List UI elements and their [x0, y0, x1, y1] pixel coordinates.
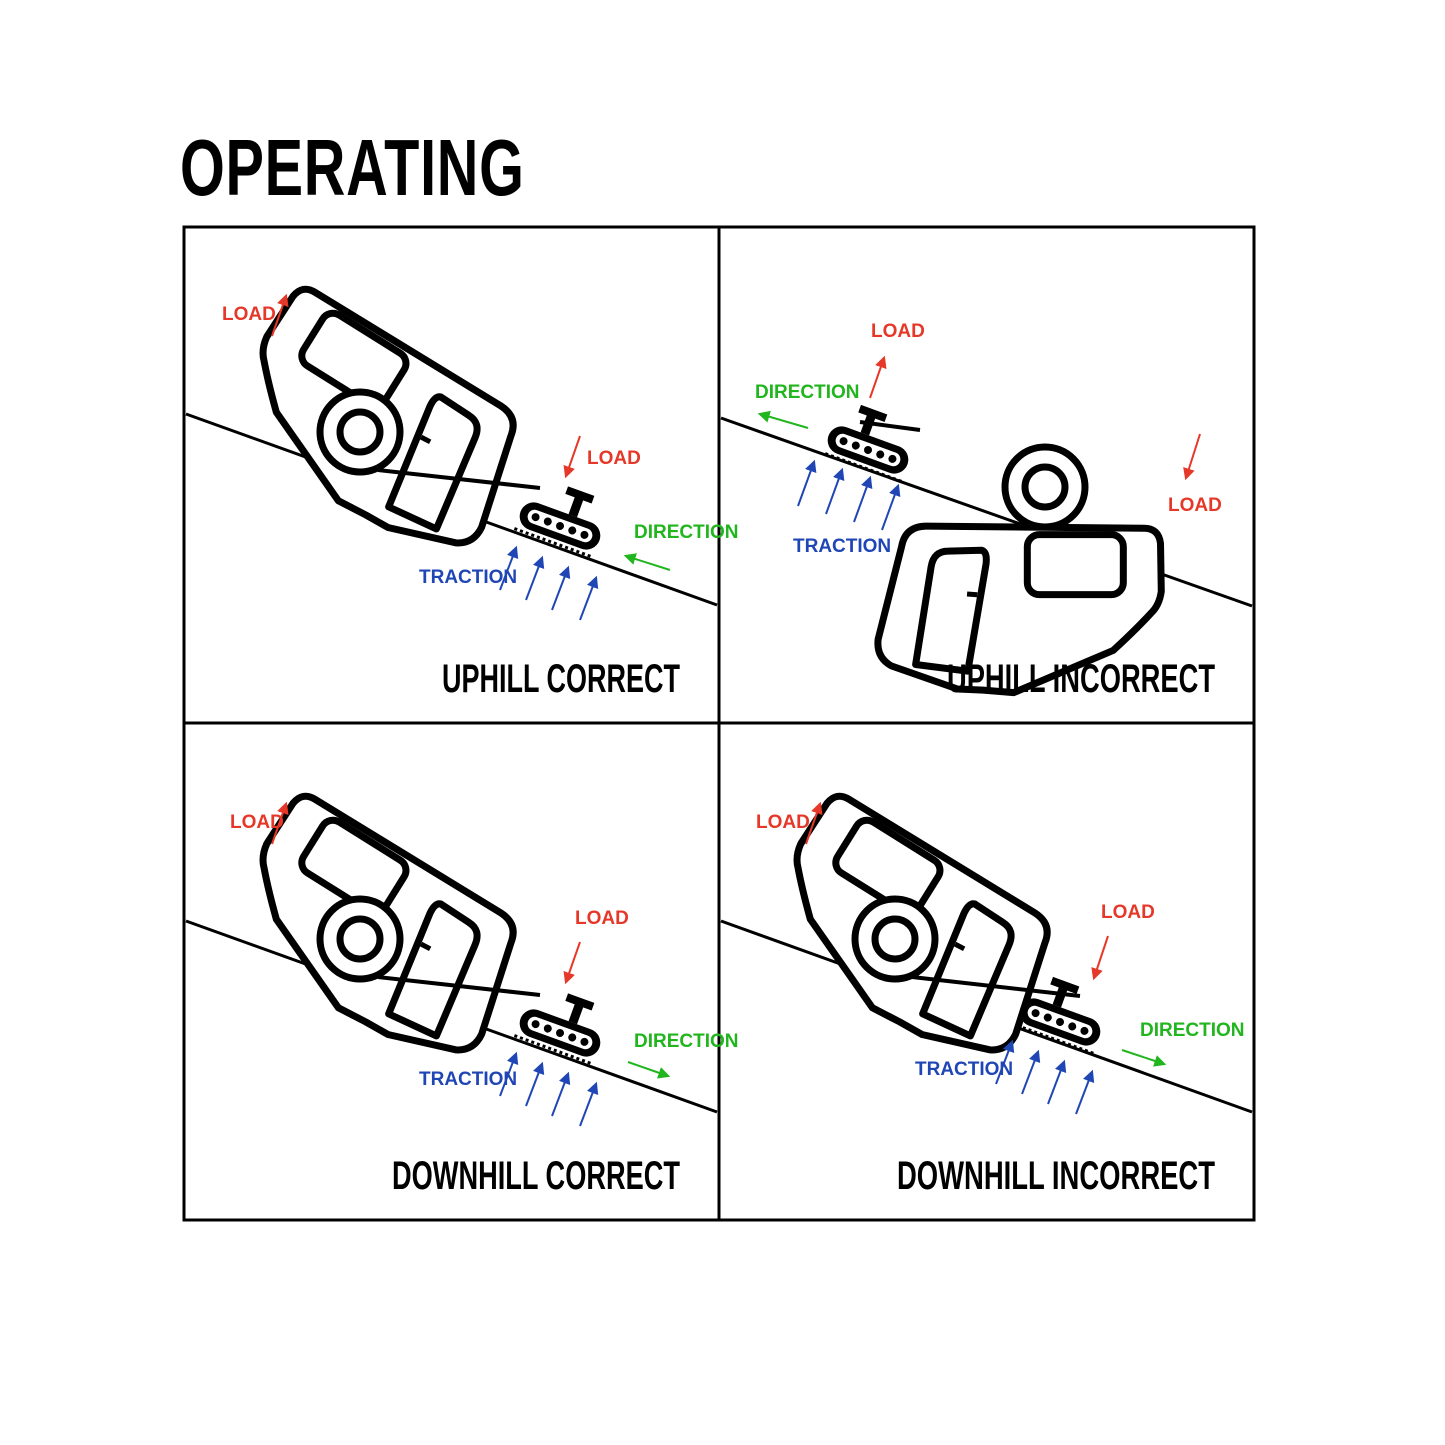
traction-label: TRACTION: [419, 567, 517, 588]
traction-arrow: [995, 1039, 1015, 1085]
traction-label: TRACTION: [419, 1069, 517, 1090]
traction-arrow: [853, 475, 873, 523]
track-mover-icon: [820, 396, 923, 483]
wheel-icon: [320, 899, 400, 979]
load-down-arrow: [1091, 935, 1109, 981]
direction-arrow: [627, 1061, 671, 1079]
load-down-arrow: [1183, 433, 1201, 481]
traction-arrow: [1075, 1069, 1095, 1115]
panel-downhill-incorrect: LOAD LOAD DIRECTION TRACTION DOWNHILL IN…: [720, 789, 1253, 1198]
panel-caption: DOWNHILL INCORRECT: [897, 1154, 1215, 1198]
load-label-mid: LOAD: [1101, 902, 1155, 923]
direction-arrow: [757, 410, 809, 429]
traction-arrow: [579, 1081, 599, 1127]
wheel-icon: [1005, 447, 1085, 527]
traction-arrow: [499, 545, 519, 591]
traction-arrow: [1047, 1059, 1067, 1105]
load-label-top: LOAD: [230, 812, 284, 833]
panel-uphill-correct: LOAD LOAD DIRECTION TRACTION UPHILL CORR…: [185, 282, 739, 701]
panel-uphill-incorrect: LOAD LOAD DIRECTION TRACTION UPHILL INCO…: [720, 321, 1253, 736]
panel-caption: DOWNHILL CORRECT: [392, 1154, 680, 1198]
load-label-top: LOAD: [222, 304, 276, 325]
load-label-top: LOAD: [871, 321, 925, 342]
traction-arrow: [499, 1051, 519, 1097]
panel-downhill-correct: LOAD LOAD DIRECTION TRACTION DOWNHILL CO…: [185, 789, 739, 1198]
traction-arrow: [881, 483, 901, 531]
direction-arrow: [623, 553, 671, 571]
load-label-mid: LOAD: [575, 908, 629, 929]
tow-bar: [911, 975, 1081, 998]
direction-label: DIRECTION: [634, 522, 739, 543]
tow-bar: [377, 468, 541, 490]
load-down-arrow: [563, 435, 581, 479]
traction-arrow: [525, 1061, 545, 1107]
wheel-icon: [855, 899, 935, 979]
wheel-icon: [320, 392, 400, 472]
direction-label: DIRECTION: [1140, 1020, 1245, 1041]
load-label-mid: LOAD: [1168, 495, 1222, 516]
load-up-arrow: [271, 293, 289, 337]
load-up-arrow: [271, 801, 289, 845]
traction-arrow: [1021, 1049, 1041, 1095]
load-down-arrow: [563, 941, 581, 985]
panel-caption: UPHILL INCORRECT: [947, 657, 1215, 701]
tow-bar: [377, 975, 541, 997]
direction-arrow: [1121, 1049, 1167, 1067]
traction-arrow: [525, 555, 545, 601]
load-up-arrow: [869, 355, 887, 399]
traction-arrow: [551, 1071, 571, 1117]
panel-caption: UPHILL CORRECT: [442, 657, 680, 701]
traction-arrow: [797, 459, 817, 507]
traction-label: TRACTION: [915, 1059, 1013, 1080]
load-label-mid: LOAD: [587, 448, 641, 469]
load-label-top: LOAD: [756, 812, 810, 833]
direction-label: DIRECTION: [634, 1031, 739, 1052]
traction-label: TRACTION: [793, 536, 891, 557]
traction-arrow: [825, 467, 845, 515]
traction-arrow: [551, 565, 571, 611]
page-title: OPERATING: [180, 123, 525, 212]
traction-arrow: [579, 575, 599, 621]
load-up-arrow: [805, 801, 823, 845]
direction-label: DIRECTION: [755, 382, 860, 403]
